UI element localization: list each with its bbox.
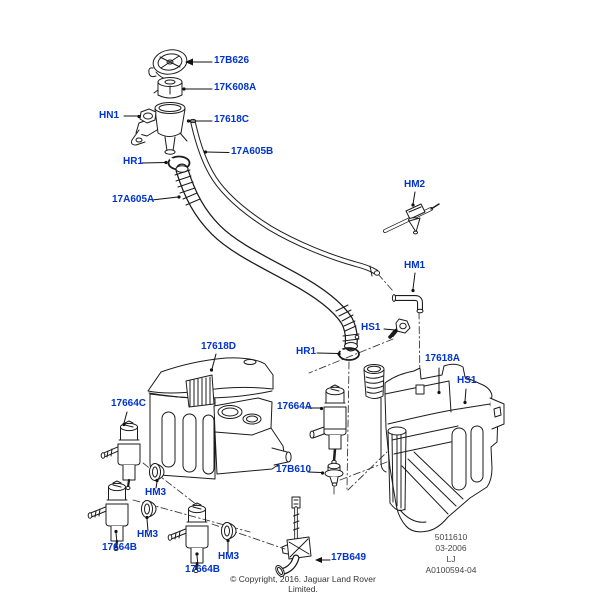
part-label-hn1[interactable]: HN1 — [99, 110, 120, 121]
part-label-17k608a[interactable]: 17K608A — [214, 82, 257, 93]
part-label-17664c[interactable]: 17664C — [111, 398, 147, 409]
part-label-17664b-2[interactable]: 17664B — [185, 564, 221, 575]
pump-grommet-3-part — [221, 522, 237, 540]
part-label-hs1-right[interactable]: HS1 — [457, 375, 477, 386]
level-sensor-part — [275, 496, 312, 577]
pump-grommet-1-part — [149, 463, 165, 481]
leader-lines — [115, 61, 467, 566]
screw-left-part — [388, 318, 411, 339]
washer-pump-centre-part — [309, 384, 347, 465]
figure-date: 03-2006 — [435, 543, 467, 553]
elbow-connector-part — [391, 294, 424, 314]
part-label-hr1-upper[interactable]: HR1 — [123, 156, 144, 167]
part-label-17a605b[interactable]: 17A605B — [231, 146, 274, 157]
part-label-17664a[interactable]: 17664A — [277, 401, 313, 412]
reservoir-right-part — [363, 363, 505, 533]
part-label-hr1-lower[interactable]: HR1 — [296, 346, 317, 357]
part-label-17664b-1[interactable]: 17664B — [102, 542, 138, 553]
part-label-hm3-1[interactable]: HM3 — [145, 487, 167, 498]
part-label-hm2[interactable]: HM2 — [404, 179, 426, 190]
washer-pump-lower-centre-part — [167, 502, 209, 574]
part-label-17b649[interactable]: 17B649 — [331, 552, 367, 563]
filler-hose-part — [174, 163, 360, 352]
part-label-17618c[interactable]: 17618C — [214, 114, 250, 125]
figure-number: 5011610 — [434, 532, 468, 542]
part-label-17b610[interactable]: 17B610 — [276, 464, 312, 475]
leader-endpoints — [114, 58, 467, 563]
part-label-hs1-left[interactable]: HS1 — [361, 322, 381, 333]
washer-tube-part — [189, 118, 381, 277]
pump-grommet-2-part — [141, 500, 157, 518]
pump-grommet-centre-part — [324, 462, 344, 487]
figure-info-block: 5011610 03-2006 LJ A0100594-04 — [403, 532, 499, 576]
reservoir-left-part — [147, 357, 292, 480]
filler-neck-part — [131, 102, 188, 155]
washer-pump-lower-left-part — [87, 480, 129, 552]
part-label-17b626[interactable]: 17B626 — [214, 55, 250, 66]
cable-tie-part — [383, 203, 440, 235]
part-label-hm1[interactable]: HM1 — [404, 260, 426, 271]
part-label-hm3-3[interactable]: HM3 — [218, 551, 240, 562]
part-label-hm3-2[interactable]: HM3 — [137, 529, 159, 540]
filler-cap-part — [148, 49, 188, 81]
copyright-notice: © Copyright, 2016. Jaguar Land Rover Lim… — [230, 574, 376, 594]
part-label-17618d[interactable]: 17618D — [201, 341, 237, 352]
nut-part — [139, 108, 157, 124]
part-label-17a605a[interactable]: 17A605A — [112, 194, 155, 205]
cap-seal-part — [153, 77, 183, 99]
model-code: LJ — [446, 554, 456, 564]
part-label-17618a[interactable]: 17618A — [425, 353, 461, 364]
washer-pump-left-part — [100, 420, 141, 491]
drawing-number: A0100594-04 — [425, 565, 477, 575]
